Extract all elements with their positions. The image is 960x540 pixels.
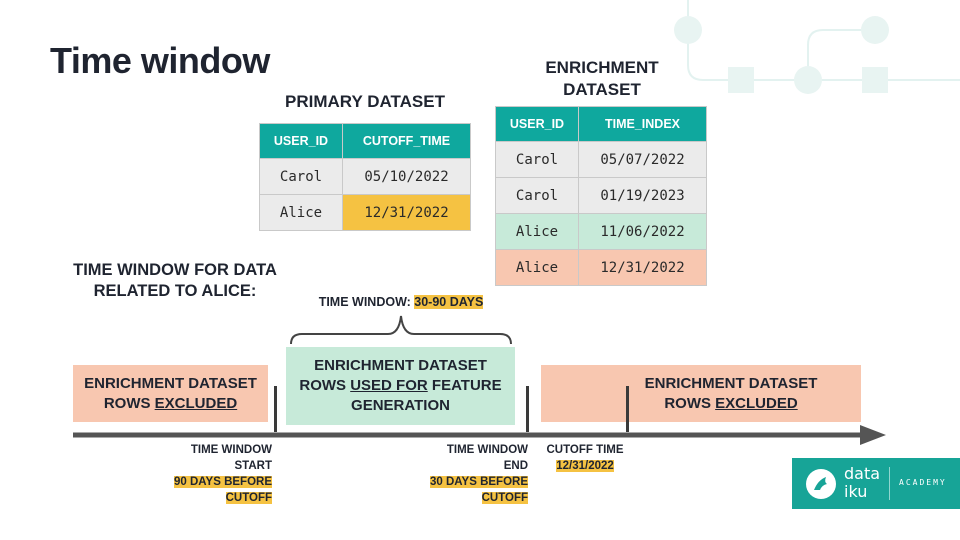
section-label: TIME WINDOW FOR DATA RELATED TO ALICE: — [50, 260, 300, 302]
table-cell: Carol — [259, 158, 343, 195]
marker-highlight: 90 DAYS BEFORE — [174, 476, 272, 488]
marker-line: TIME WINDOW — [190, 444, 272, 456]
box-line: FEATURE — [427, 377, 502, 394]
box-line: GENERATION — [351, 397, 450, 414]
window-start-tick — [274, 386, 277, 432]
section-label-line1: TIME WINDOW FOR DATA — [73, 261, 277, 279]
enrichment-title-line1: ENRICHMENT — [545, 58, 659, 77]
box-line: ENRICHMENT DATASET — [644, 374, 818, 392]
time-window-label: TIME WINDOW: 30-90 DAYS — [290, 294, 512, 310]
table-cell: 12/31/2022 — [342, 194, 471, 231]
table-row: Alice 12/31/2022 — [259, 194, 471, 231]
marker-highlight: 30 DAYS BEFORE — [430, 476, 528, 488]
window-end-tick — [526, 386, 529, 432]
section-label-line2: RELATED TO ALICE: — [93, 282, 257, 300]
table-header-row: USER_ID CUTOFF_TIME — [259, 123, 471, 159]
table-cell: 05/10/2022 — [342, 158, 471, 195]
column-header: USER_ID — [495, 106, 579, 142]
logo-wordmark: data iku — [844, 465, 880, 501]
table-cell: Alice — [495, 213, 579, 250]
box-line: ENRICHMENT DATASET — [84, 374, 257, 392]
curly-brace-icon — [290, 315, 512, 345]
column-header: TIME_INDEX — [578, 106, 707, 142]
cutoff-label: CUTOFF TIME 12/31/2022 — [540, 442, 630, 474]
excluded-rows-box-right: ENRICHMENT DATASET ROWS EXCLUDED — [541, 365, 861, 422]
box-line: ROWS — [664, 394, 716, 412]
column-header: CUTOFF_TIME — [342, 123, 471, 159]
bird-logo-icon — [806, 469, 836, 499]
dataiku-academy-logo: data iku ACADEMY — [792, 458, 960, 509]
table-cell: 05/07/2022 — [578, 141, 707, 178]
table-cell: Alice — [495, 249, 579, 286]
table-cell: 11/06/2022 — [578, 213, 707, 250]
table-header-row: USER_ID TIME_INDEX — [495, 106, 707, 142]
logo-divider — [889, 467, 890, 500]
window-start-label: TIME WINDOW START 90 DAYS BEFORE CUTOFF — [140, 442, 272, 506]
marker-highlight: CUTOFF — [481, 492, 528, 504]
table-row: Alice 11/06/2022 — [495, 213, 707, 250]
decorative-network — [660, 0, 960, 110]
box-emphasis: EXCLUDED — [715, 394, 798, 412]
table-row: Carol 01/19/2023 — [495, 177, 707, 214]
primary-dataset-table: USER_ID CUTOFF_TIME Carol 05/10/2022 Ali… — [259, 123, 471, 231]
logo-academy-text: ACADEMY — [899, 478, 947, 487]
window-end-label: TIME WINDOW END 30 DAYS BEFORE CUTOFF — [395, 442, 528, 506]
box-emphasis: USED FOR — [350, 377, 428, 394]
primary-dataset-title: PRIMARY DATASET — [285, 92, 445, 111]
marker-line: CUTOFF TIME — [546, 444, 624, 456]
table-cell: Alice — [259, 194, 343, 231]
table-row: Alice 12/31/2022 — [495, 249, 707, 286]
table-row: Carol 05/07/2022 — [495, 141, 707, 178]
time-window-value: 30-90 DAYS — [414, 295, 484, 309]
enrichment-dataset-title: ENRICHMENT DATASET — [496, 57, 708, 101]
table-cell: Carol — [495, 141, 579, 178]
enrichment-title-line2: DATASET — [563, 80, 641, 99]
logo-text: iku — [844, 482, 868, 501]
marker-line: END — [503, 460, 528, 472]
table-cell: 12/31/2022 — [578, 249, 707, 286]
marker-highlight: 12/31/2022 — [556, 460, 614, 472]
marker-line: START — [234, 460, 272, 472]
box-line: ENRICHMENT DATASET — [314, 357, 487, 374]
used-rows-box: ENRICHMENT DATASET ROWS USED FOR FEATURE… — [286, 347, 515, 425]
excluded-rows-box-left: ENRICHMENT DATASET ROWS EXCLUDED — [73, 365, 268, 422]
enrichment-dataset-table: USER_ID TIME_INDEX Carol 05/07/2022 Caro… — [495, 106, 707, 286]
table-cell: 01/19/2023 — [578, 177, 707, 214]
timeline-arrow-icon — [73, 425, 886, 445]
box-line: ROWS — [103, 394, 155, 412]
table-cell: Carol — [495, 177, 579, 214]
time-window-prefix: TIME WINDOW: — [318, 295, 415, 309]
marker-highlight: CUTOFF — [225, 492, 272, 504]
table-row: Carol 05/10/2022 — [259, 158, 471, 195]
box-line: ROWS — [299, 377, 351, 394]
cutoff-tick — [626, 386, 629, 432]
marker-line: TIME WINDOW — [446, 444, 528, 456]
column-header: USER_ID — [259, 123, 343, 159]
page-title: Time window — [50, 40, 270, 81]
network-graphic-icon — [674, 0, 960, 94]
box-emphasis: EXCLUDED — [154, 394, 238, 412]
logo-text: data — [844, 464, 881, 483]
